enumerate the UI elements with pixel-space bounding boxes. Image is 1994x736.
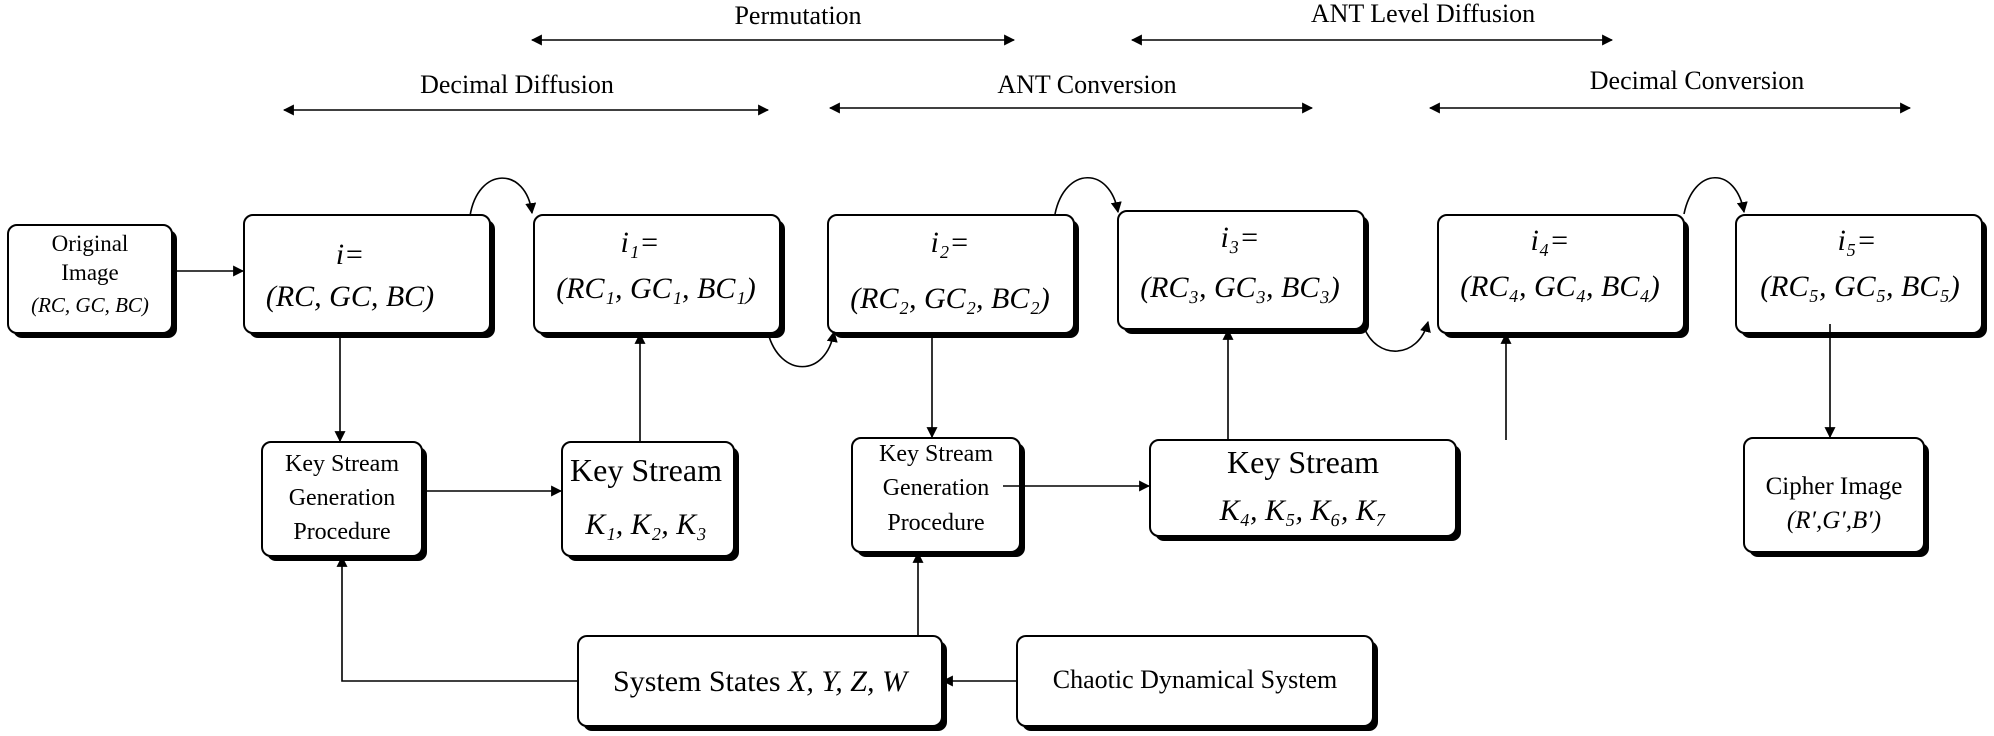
state-0-bottom: (RC, GC, BC)	[266, 280, 434, 313]
state-4-bottom: (RC₄, GC₄, BC₄)	[1460, 270, 1660, 303]
svg-text:K₁, K₂, K₃: K₁, K₂, K₃	[584, 508, 706, 541]
svg-text:Procedure: Procedure	[293, 519, 390, 545]
svg-text:Generation: Generation	[883, 475, 990, 501]
state-box-2	[827, 214, 1075, 334]
state-2-top: i₂=	[930, 226, 969, 259]
state-box-1	[533, 214, 781, 334]
svg-text:Image: Image	[61, 260, 118, 285]
svg-text:Original: Original	[52, 231, 129, 256]
decimal-diffusion-label: Decimal Diffusion	[420, 70, 614, 99]
chaotic-system-text: Chaotic Dynamical System	[1053, 665, 1338, 694]
state-box-3	[1117, 210, 1365, 330]
svg-text:Procedure: Procedure	[887, 510, 984, 536]
state-texts: i= (RC, GC, BC) i₁= (RC₁, GC₁, BC₁) i₂= …	[266, 221, 1960, 315]
decimal-conversion-label: Decimal Conversion	[1590, 66, 1804, 95]
keystream-2-text: Key Stream K₄, K₅, K₆, K₇	[1219, 444, 1387, 527]
state-4-top: i₄=	[1530, 224, 1569, 257]
stage-arrows	[282, 34, 1912, 116]
state-3-bottom: (RC₃, GC₃, BC₃)	[1140, 271, 1340, 304]
svg-text:K₄, K₅, K₆, K₇: K₄, K₅, K₆, K₇	[1219, 494, 1387, 527]
state-2-bottom: (RC₂, GC₂, BC₂)	[850, 282, 1050, 315]
curve-state3-to-state4	[1363, 320, 1431, 352]
keygen-2-text: Key Stream Generation Procedure	[879, 441, 993, 536]
original-image-box	[7, 224, 173, 334]
keystream-box-1	[561, 441, 735, 557]
state-box-0	[243, 214, 491, 334]
connectors	[172, 176, 1836, 687]
curve-state2-to-state3	[1054, 176, 1122, 215]
state-3-top: i₃=	[1220, 221, 1259, 254]
permutation-label: Permutation	[734, 1, 861, 30]
curve-state1-to-state2	[767, 330, 838, 368]
svg-text:Key Stream: Key Stream	[570, 452, 722, 488]
svg-text:Key Stream: Key Stream	[285, 451, 399, 477]
svg-text:(R′,G′,B′): (R′,G′,B′)	[1787, 507, 1881, 534]
system-states-text: System States X, Y, Z, W	[613, 665, 910, 698]
curve-state0-to-state1	[469, 177, 537, 217]
state-box-5	[1735, 214, 1983, 334]
original-image-text: Original Image (RC, GC, BC)	[31, 231, 149, 317]
state-0-top: i=	[336, 238, 365, 271]
state-box-4	[1437, 214, 1685, 334]
svg-text:Cipher Image: Cipher Image	[1766, 473, 1903, 500]
state-1-bottom: (RC₁, GC₁, BC₁)	[556, 272, 756, 305]
stage-labels: Permutation ANT Level Diffusion Decimal …	[420, 0, 1804, 99]
curve-state4-to-state5	[1683, 176, 1748, 215]
ant-conversion-label: ANT Conversion	[997, 70, 1176, 99]
arrow-states-to-keygen1	[336, 555, 578, 682]
keygen-1-text: Key Stream Generation Procedure	[285, 451, 399, 545]
keystream-1-text: Key Stream K₁, K₂, K₃	[570, 452, 722, 541]
cipher-image-text: Cipher Image (R′,G′,B′)	[1766, 473, 1903, 534]
boxes	[7, 210, 1983, 727]
ant-level-diffusion-label: ANT Level Diffusion	[1311, 0, 1535, 28]
state-5-top: i₅=	[1837, 224, 1876, 257]
state-1-top: i₁=	[620, 226, 659, 259]
state-5-bottom: (RC₅, GC₅, BC₅)	[1760, 270, 1960, 303]
svg-text:Generation: Generation	[289, 485, 396, 511]
svg-text:(RC, GC, BC): (RC, GC, BC)	[31, 293, 149, 317]
svg-text:Key Stream: Key Stream	[1227, 444, 1379, 480]
svg-text:Key Stream: Key Stream	[879, 441, 993, 467]
